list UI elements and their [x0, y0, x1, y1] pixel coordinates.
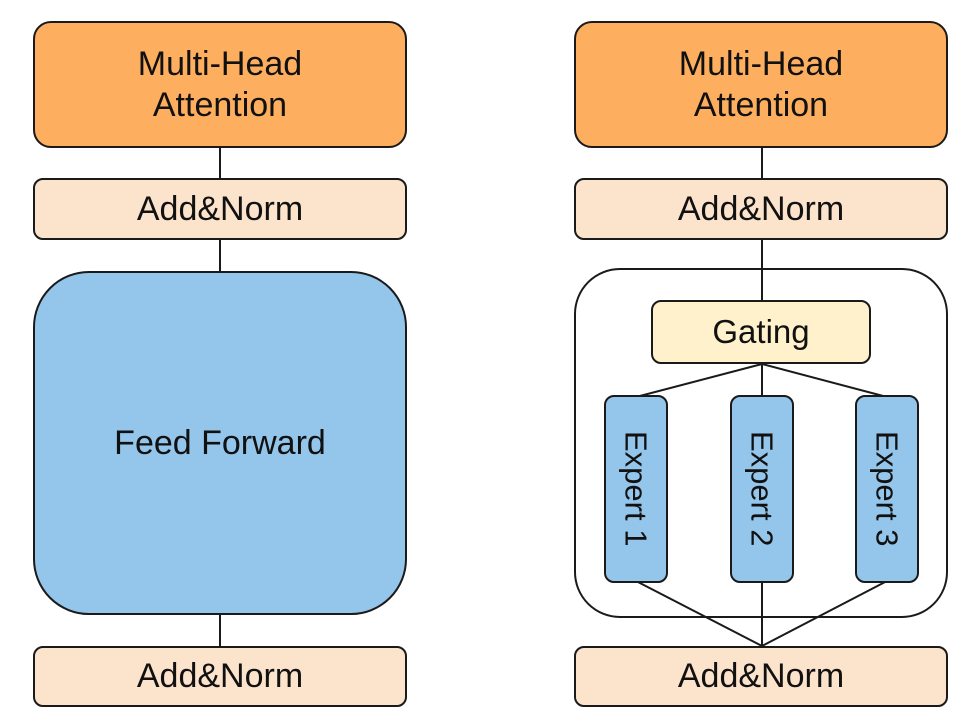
right-add-norm-top-label: Add&Norm — [677, 189, 845, 228]
moe-layer-frame — [574, 268, 948, 618]
right-add-norm-bottom-box: Add&Norm — [574, 646, 948, 707]
right-multi-head-attention-box: Multi-Head Attention — [574, 21, 948, 148]
expert-2-box: Expert 2 — [730, 395, 794, 583]
gating-label: Gating — [712, 313, 810, 351]
expert-1-box: Expert 1 — [604, 395, 668, 583]
connector-gating-to-expert-3 — [761, 363, 888, 398]
left-multi-head-attention-box: Multi-Head Attention — [33, 21, 407, 148]
connector-gating-to-expert-1 — [635, 363, 763, 398]
left-add-norm-top-label: Add&Norm — [136, 189, 304, 228]
left-add-norm-bottom-box: Add&Norm — [33, 646, 407, 707]
gating-box: Gating — [651, 300, 871, 364]
expert-3-box: Expert 3 — [855, 395, 919, 583]
right-add-norm-top-box: Add&Norm — [574, 178, 948, 240]
right-multi-head-attention-label: Multi-Head Attention — [678, 44, 844, 124]
expert-3-label: Expert 3 — [869, 431, 905, 547]
expert-1-label: Expert 1 — [618, 431, 654, 547]
left-multi-head-attention-label: Multi-Head Attention — [137, 44, 303, 124]
expert-2-label: Expert 2 — [744, 431, 780, 547]
right-add-norm-bottom-label: Add&Norm — [677, 657, 845, 696]
left-add-norm-bottom-label: Add&Norm — [136, 657, 304, 696]
left-add-norm-top-box: Add&Norm — [33, 178, 407, 240]
connector-expert-1-to-norm — [635, 580, 763, 647]
feed-forward-label: Feed Forward — [114, 423, 326, 462]
connector-expert-3-to-norm — [761, 580, 888, 647]
feed-forward-box: Feed Forward — [33, 271, 407, 615]
